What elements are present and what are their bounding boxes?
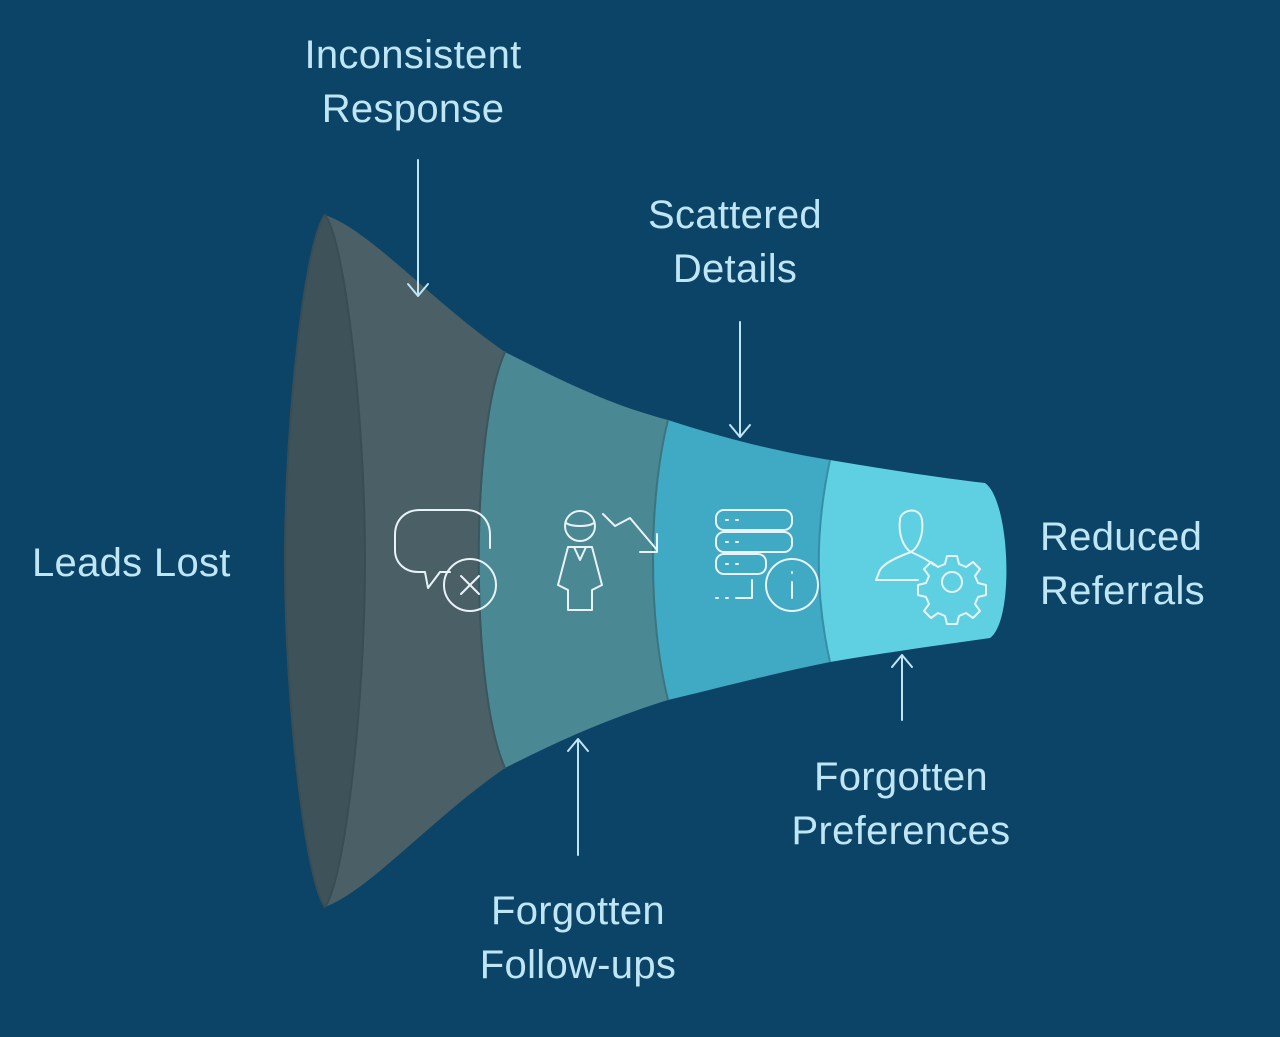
funnel-divider <box>652 419 669 701</box>
funnel-mouth-ellipse <box>283 213 367 909</box>
label-line: Forgotten <box>491 889 665 933</box>
label-inconsistent-response: Inconsistent Response <box>270 28 556 136</box>
funnel-stage-forgotten-followups <box>478 352 668 768</box>
label-line: Scattered <box>648 193 822 237</box>
funnel-divider <box>817 459 831 663</box>
label-leads-lost: Leads Lost <box>32 536 231 590</box>
label-line: Details <box>672 247 798 291</box>
label-forgotten-preferences: Forgotten Preferences <box>762 750 1040 858</box>
label-line: Reduced <box>1040 515 1203 559</box>
label-line: Inconsistent <box>304 33 522 77</box>
label-line: Preferences <box>791 809 1011 853</box>
label-line: Referrals <box>1040 569 1205 613</box>
label-line: Leads Lost <box>32 541 231 585</box>
chat-error-icon <box>394 509 497 612</box>
user-settings-icon <box>875 509 987 625</box>
server-info-icon <box>715 509 819 612</box>
label-scattered-details: Scattered Details <box>610 188 860 296</box>
funnel-stage-reduced-referrals <box>818 460 1007 662</box>
label-forgotten-followups: Forgotten Follow-ups <box>440 884 716 992</box>
label-line: Response <box>321 87 505 131</box>
arrow-forgotten-preferences <box>891 654 913 721</box>
arrow-inconsistent-response <box>407 159 429 297</box>
arrow-scattered-details <box>729 321 751 438</box>
funnel-stage-scattered-details <box>653 420 830 700</box>
label-line: Forgotten <box>814 755 988 799</box>
arrow-forgotten-followups <box>567 738 589 856</box>
label-reduced-referrals: Reduced Referrals <box>1040 510 1205 618</box>
label-line: Follow-ups <box>479 943 677 987</box>
person-declining-icon <box>557 510 658 611</box>
